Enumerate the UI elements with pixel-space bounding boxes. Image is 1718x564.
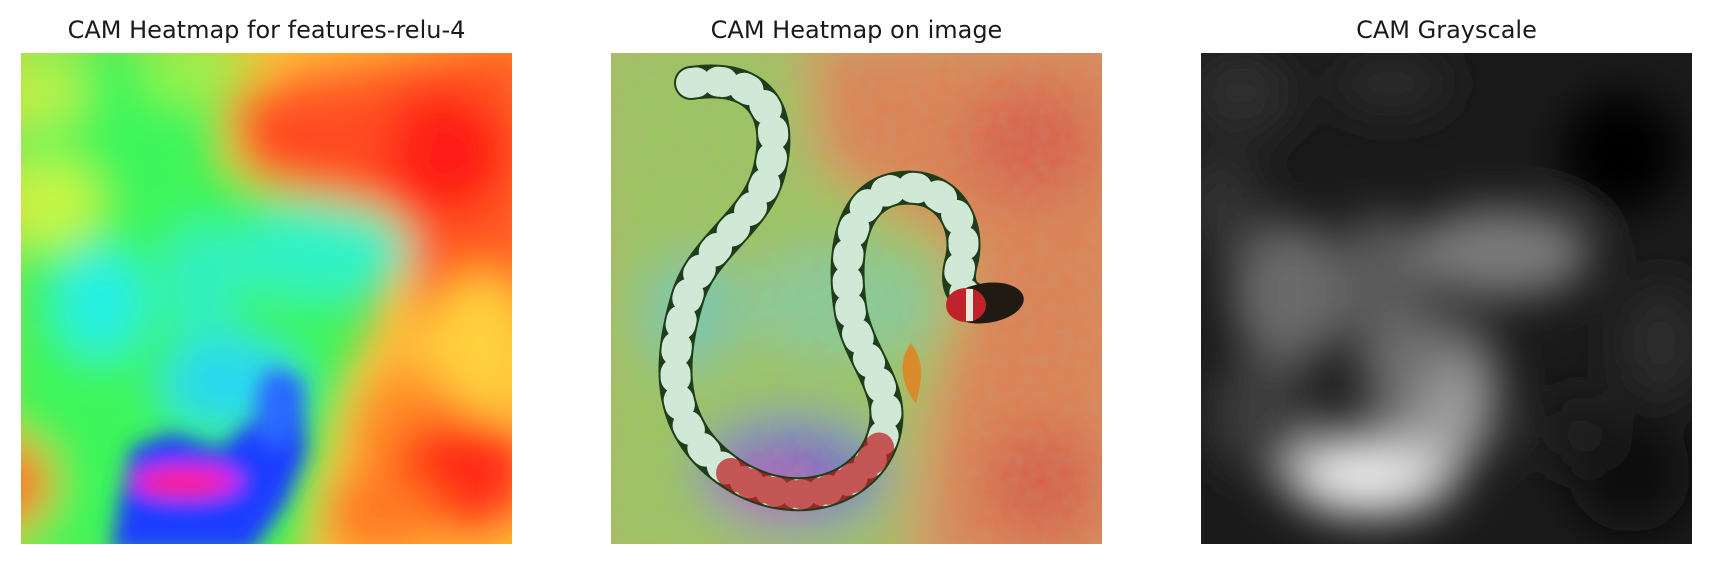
snake-photo-with-heatmap-overlay xyxy=(611,53,1102,544)
grayscale-image xyxy=(1201,53,1692,544)
jet-colormap-heatmap xyxy=(21,53,512,544)
overlay-image xyxy=(611,53,1102,544)
grayscale-activation-map xyxy=(1201,53,1692,544)
heatmap-image xyxy=(21,53,512,544)
panel-title-heatmap: CAM Heatmap for features-relu-4 xyxy=(67,16,466,44)
panel-title-grayscale: CAM Grayscale xyxy=(1356,16,1537,44)
panel-title-overlay: CAM Heatmap on image xyxy=(710,16,1003,44)
